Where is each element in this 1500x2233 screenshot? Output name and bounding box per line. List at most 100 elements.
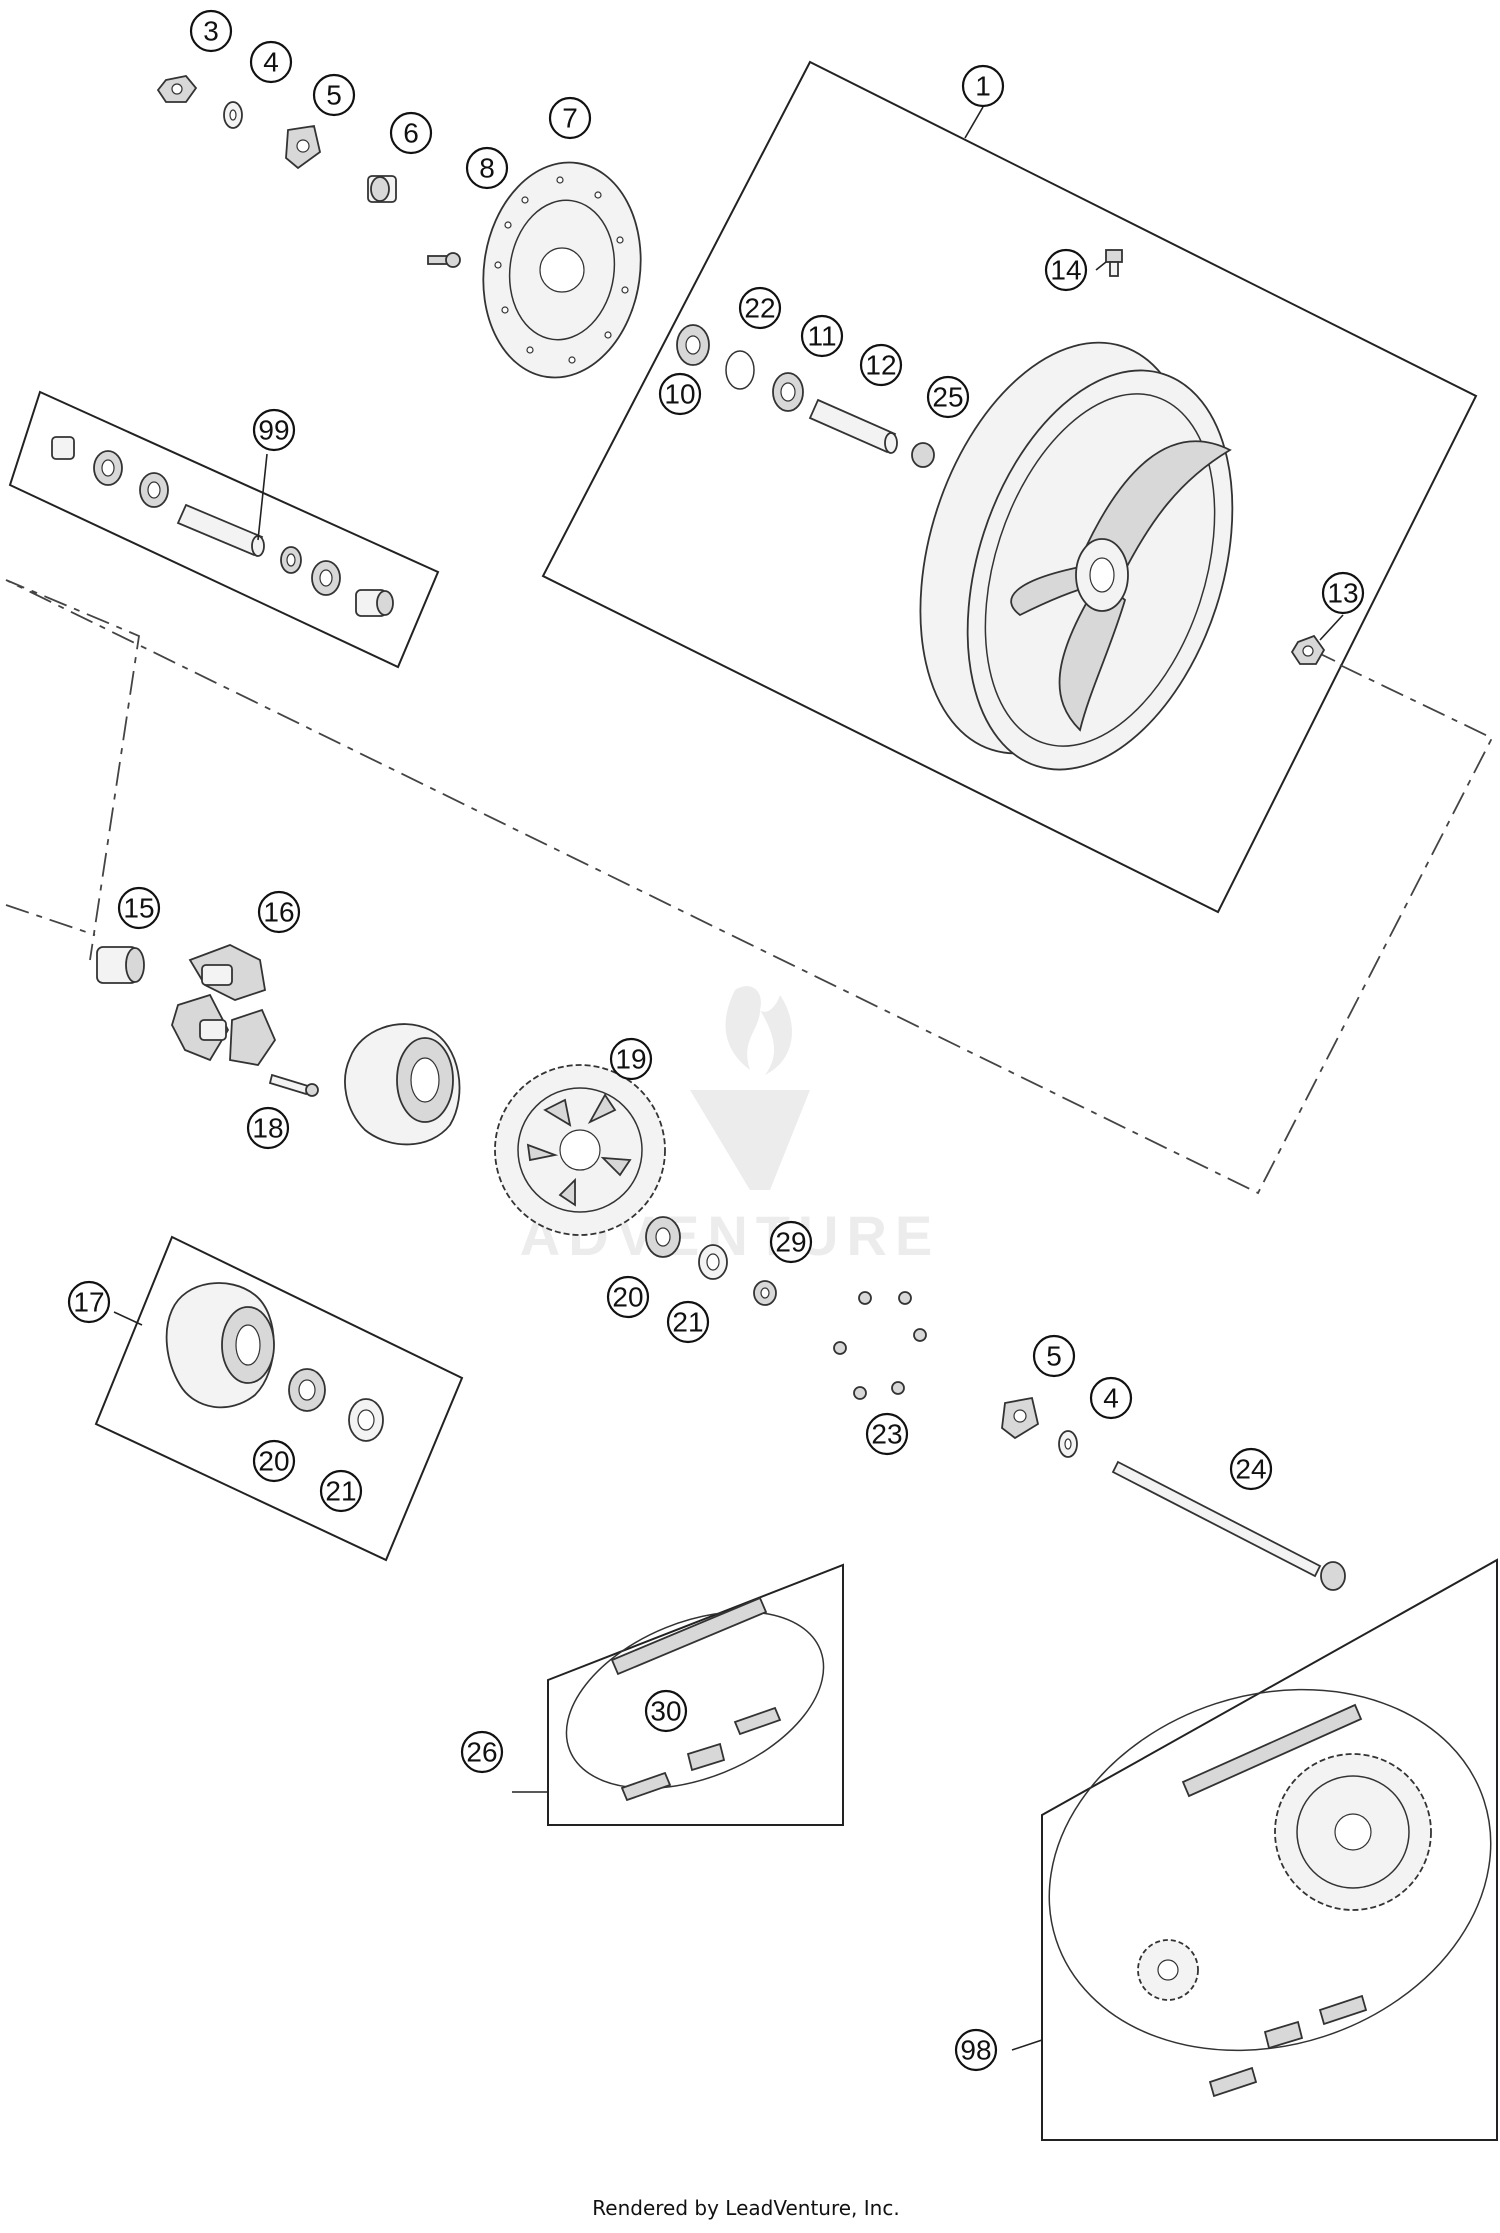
callout-label: 13 — [1327, 578, 1358, 609]
callout-label: 14 — [1050, 255, 1081, 286]
callout-label: 6 — [403, 118, 419, 149]
callout-label: 4 — [1103, 1383, 1119, 1414]
callout-label: 98 — [960, 2035, 991, 2066]
callout-label: 25 — [932, 382, 963, 413]
callout-label: 17 — [73, 1287, 104, 1318]
callout-22[interactable]: 22 — [738, 286, 782, 330]
chain-kit-frame — [1041, 1558, 1498, 2141]
callout-21[interactable]: 21 — [666, 1300, 710, 1344]
routing-dash-line — [5, 579, 1494, 1195]
callout-label: 7 — [562, 103, 578, 134]
hub-kit-frame — [94, 1235, 464, 1562]
wheel-bearing-right — [772, 372, 804, 412]
credit-text: Rendered by LeadVenture, Inc. — [592, 2196, 899, 2220]
chain-kit-parts — [1048, 1688, 1492, 2098]
bushing-part — [753, 1280, 777, 1306]
callout-4[interactable]: 4 — [249, 40, 293, 84]
callout-6[interactable]: 6 — [389, 111, 433, 155]
callout-25[interactable]: 25 — [926, 375, 970, 419]
callout-label: 26 — [466, 1737, 497, 1768]
callout-label: 20 — [258, 1446, 289, 1477]
chain-adjuster-right-part — [1001, 1396, 1040, 1440]
hub-kit-parts — [165, 1282, 384, 1442]
callout-15[interactable]: 15 — [117, 886, 161, 930]
callout-12[interactable]: 12 — [859, 343, 903, 387]
callout-label: 21 — [325, 1476, 356, 1507]
callout-label: 5 — [1046, 1341, 1062, 1372]
callout-4[interactable]: 4 — [1089, 1376, 1133, 1420]
wheel-assembly-frame — [541, 60, 1478, 914]
callout-label: 22 — [744, 293, 775, 324]
callout-label: 3 — [203, 16, 219, 47]
callout-16[interactable]: 16 — [257, 890, 301, 934]
callout-26[interactable]: 26 — [460, 1730, 504, 1774]
callout-7[interactable]: 7 — [548, 96, 592, 140]
callout-29[interactable]: 29 — [769, 1220, 813, 1264]
callout-20[interactable]: 20 — [252, 1439, 296, 1483]
hub-spacer-part — [96, 946, 145, 984]
sprocket-carrier-part — [344, 1023, 461, 1146]
callout-label: 1 — [975, 71, 991, 102]
callout-label: 18 — [252, 1113, 283, 1144]
bearing-kit-frame — [8, 390, 440, 669]
callout-5[interactable]: 5 — [312, 73, 356, 117]
brake-disc-bolt-part — [427, 252, 461, 268]
callout-label: 99 — [258, 415, 289, 446]
brake-disc-part — [482, 161, 642, 379]
callout-99[interactable]: 99 — [252, 408, 296, 452]
sprocket-nuts-part — [833, 1291, 927, 1400]
washer-part — [223, 101, 243, 129]
chain-part — [565, 1596, 825, 1802]
nut-part — [156, 75, 198, 103]
callout-label: 8 — [479, 153, 495, 184]
callout-20[interactable]: 20 — [606, 1275, 650, 1319]
rear-sprocket-part — [494, 1064, 666, 1236]
rear-wheel-part — [919, 341, 1234, 771]
callout-14[interactable]: 14 — [1044, 248, 1088, 292]
callout-label: 15 — [123, 893, 154, 924]
callout-10[interactable]: 10 — [658, 372, 702, 416]
callout-3[interactable]: 3 — [189, 9, 233, 53]
callout-21[interactable]: 21 — [319, 1469, 363, 1513]
wheel-spindle-part — [1111, 1460, 1346, 1591]
wheel-bearing-left — [676, 324, 710, 366]
callout-11[interactable]: 11 — [800, 314, 844, 358]
callout-label: 24 — [1235, 1454, 1266, 1485]
circlip-part — [725, 350, 755, 390]
small-spacer-part — [911, 442, 935, 468]
bearing-kit-parts — [51, 436, 394, 617]
callout-24[interactable]: 24 — [1229, 1447, 1273, 1491]
washer-right-part — [1058, 1430, 1078, 1458]
callout-23[interactable]: 23 — [865, 1412, 909, 1456]
leader-lines — [113, 106, 1344, 2051]
callout-18[interactable]: 18 — [246, 1106, 290, 1150]
callout-98[interactable]: 98 — [954, 2028, 998, 2072]
oil-seal-part — [698, 1244, 728, 1280]
carrier-bearing-part — [645, 1216, 681, 1258]
callout-13[interactable]: 13 — [1321, 571, 1365, 615]
wheel-spacer-tube — [808, 398, 898, 454]
callout-8[interactable]: 8 — [465, 146, 509, 190]
hub-bolt-part — [268, 1073, 319, 1097]
callout-label: 4 — [263, 47, 279, 78]
callout-19[interactable]: 19 — [609, 1037, 653, 1081]
chain-frame — [547, 1563, 844, 1826]
spacer-part — [367, 175, 397, 203]
callout-5[interactable]: 5 — [1032, 1334, 1076, 1378]
rubber-damper-part — [171, 944, 277, 1066]
callout-17[interactable]: 17 — [67, 1280, 111, 1324]
callout-1[interactable]: 1 — [961, 64, 1005, 108]
callout-label: 30 — [650, 1696, 681, 1727]
callout-label: 16 — [263, 897, 294, 928]
callout-30[interactable]: 30 — [644, 1689, 688, 1733]
callout-label: 19 — [615, 1044, 646, 1075]
callout-label: 11 — [807, 321, 836, 352]
callout-label: 5 — [326, 80, 342, 111]
routing-dash-line-2 — [5, 904, 96, 936]
hub-nut-part — [1290, 634, 1326, 665]
valve-part — [1105, 249, 1123, 277]
chain-adjuster-part — [285, 124, 322, 170]
callout-label: 23 — [871, 1419, 902, 1450]
callout-label: 21 — [672, 1307, 703, 1338]
